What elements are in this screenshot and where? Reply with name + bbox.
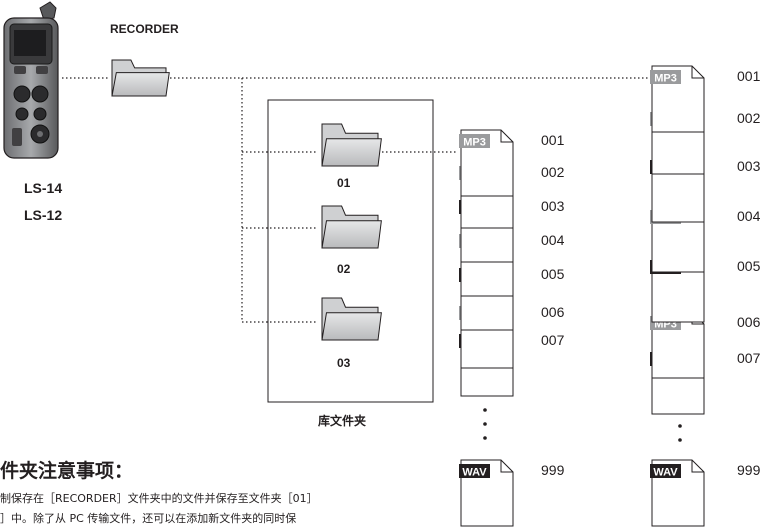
folder-03-label: 03 bbox=[337, 356, 351, 370]
wav-badge: WAV bbox=[650, 464, 681, 479]
folder-file-number-001: 001 bbox=[541, 132, 565, 148]
svg-text:MP3: MP3 bbox=[463, 137, 486, 149]
folder-file-number-006: 006 bbox=[541, 304, 565, 320]
folder-file-number-004: 004 bbox=[541, 232, 565, 248]
folder-02-label: 02 bbox=[337, 262, 351, 276]
continuation-dots bbox=[483, 408, 682, 442]
root-file-number-004: 004 bbox=[737, 208, 761, 224]
recorder-device-image bbox=[3, 1, 59, 159]
model-ls14-label: LS-14 bbox=[24, 180, 63, 196]
root-file-number-999: 999 bbox=[737, 462, 761, 478]
notes-heading: 件夹注意事项： bbox=[0, 460, 134, 482]
root-file-number-006: 006 bbox=[737, 314, 761, 330]
library-folder-label: 库文件夹 bbox=[318, 414, 367, 428]
root-file-number-007: 007 bbox=[737, 350, 761, 366]
svg-text:WAV: WAV bbox=[462, 467, 487, 479]
svg-text:MP3: MP3 bbox=[654, 73, 677, 85]
folder-file-number-003: 003 bbox=[541, 198, 565, 214]
root-file-number-005: 005 bbox=[737, 258, 761, 274]
root-file-999: WAV bbox=[650, 459, 705, 527]
folder-file-number-007: 007 bbox=[541, 332, 565, 348]
folder-file-999: WAV bbox=[459, 459, 514, 527]
folder-file-number-005: 005 bbox=[541, 266, 565, 282]
notes-line-1: 制保存在［RECORDER］文件夹中的文件并保存至文件夹［01］ bbox=[0, 492, 318, 505]
mp3-badge: MP3 bbox=[459, 134, 490, 149]
root-file-number-002: 002 bbox=[737, 110, 761, 126]
folder-file-number-999: 999 bbox=[541, 462, 565, 478]
root-file-number-001: 001 bbox=[737, 68, 761, 84]
folder-03-icon bbox=[321, 297, 382, 341]
folder-file-001: MP3 bbox=[459, 129, 514, 197]
recorder-folder-label: RECORDER bbox=[110, 22, 179, 36]
library-folder-frame bbox=[267, 99, 434, 403]
connector-lines bbox=[62, 77, 648, 323]
folder-file-number-002: 002 bbox=[541, 164, 565, 180]
svg-text:WAV: WAV bbox=[653, 467, 678, 479]
folder-02-icon bbox=[321, 205, 382, 249]
wav-badge: WAV bbox=[459, 464, 490, 479]
root-file-number-003: 003 bbox=[737, 158, 761, 174]
folder-01-icon bbox=[321, 123, 382, 167]
folder-01-label: 01 bbox=[337, 176, 351, 190]
recorder-folder-icon bbox=[111, 59, 170, 97]
root-file-001: MP3 bbox=[650, 65, 705, 133]
model-ls12-label: LS-12 bbox=[24, 207, 63, 223]
mp3-badge: MP3 bbox=[650, 70, 681, 85]
notes-line-2: ］中。除了从 PC 传输文件，还可以在添加新文件夹的同时保 bbox=[0, 512, 297, 525]
